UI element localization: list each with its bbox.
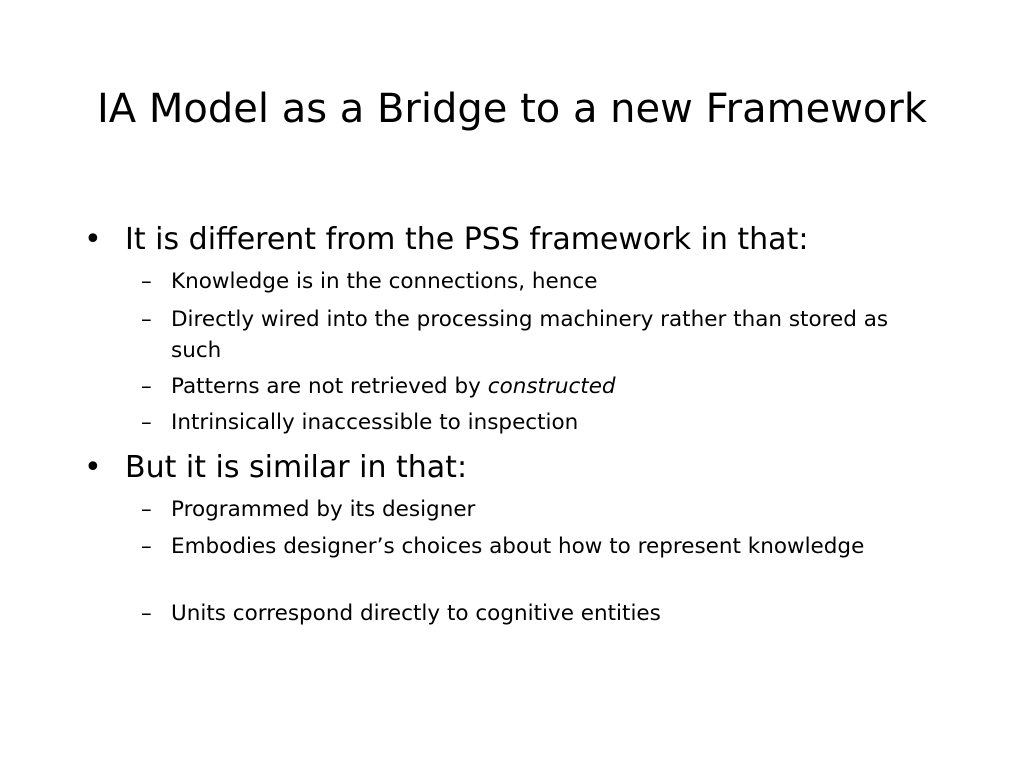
slide-title: IA Model as a Bridge to a new Framework: [97, 86, 927, 132]
sub-bullet-marker: –: [141, 269, 152, 294]
sub-bullet-marker: –: [141, 534, 152, 559]
sub-bullet-marker: –: [141, 374, 152, 399]
bullet-text: It is different from the PSS framework i…: [125, 222, 809, 257]
sub-bullet-text: Patterns are not retrieved by constructe…: [171, 371, 911, 402]
sub-bullet-text: Intrinsically inaccessible to inspection: [171, 410, 579, 435]
sub-bullet-text-plain: Patterns are not retrieved by: [171, 374, 488, 399]
sub-bullet-marker: –: [141, 410, 152, 435]
sub-bullet-marker: –: [141, 601, 152, 626]
bullet-marker: •: [84, 450, 102, 485]
sub-bullet-text: Knowledge is in the connections, hence: [171, 269, 598, 294]
sub-bullet-text: Units correspond directly to cognitive e…: [171, 601, 661, 626]
bullet-text: But it is similar in that:: [125, 450, 468, 485]
sub-bullet-marker: –: [141, 497, 152, 522]
sub-bullet-marker: –: [141, 307, 152, 332]
sub-bullet-text: Programmed by its designer: [171, 497, 476, 522]
bullet-marker: •: [84, 222, 102, 257]
sub-bullet-text: Directly wired into the processing machi…: [171, 307, 889, 363]
emphasis-text: constructed: [487, 374, 616, 399]
sub-bullet-text: Embodies designer’s choices about how to…: [171, 534, 865, 559]
